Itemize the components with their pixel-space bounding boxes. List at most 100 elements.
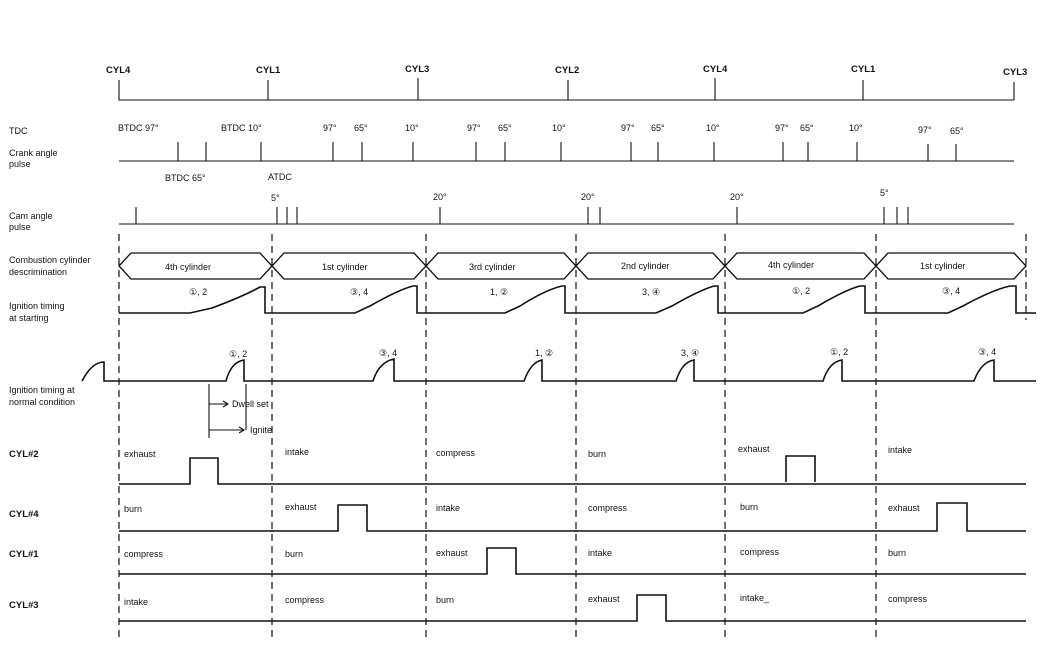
- ignite-arrow: [209, 426, 246, 434]
- tdc-label: 65°: [950, 126, 964, 136]
- cyl4-stroke: compress: [588, 503, 628, 513]
- normal-label: ③, 4: [978, 347, 996, 357]
- dwell-set-label: Dwell set: [232, 399, 269, 409]
- tdc-label: 10°: [849, 123, 863, 133]
- tdc-label: 10°: [552, 123, 566, 133]
- cyl4-stroke: exhaust: [888, 503, 920, 513]
- header-label: CYL1: [256, 65, 281, 76]
- row-label-cam: Cam angle: [9, 211, 53, 221]
- cyl4-waveform: [119, 502, 1026, 532]
- row-label-combustion: descrimination: [9, 267, 67, 277]
- starting-label: 1, ②: [490, 287, 508, 297]
- tdc-label: 10°: [405, 123, 419, 133]
- tdc-label: BTDC 97°: [118, 123, 159, 133]
- cyl4-stroke: burn: [124, 504, 142, 514]
- cyl1-stroke: intake: [588, 548, 612, 558]
- combustion-segment: [875, 252, 1027, 280]
- cam-angle-pulse: 5° 20° 20° 20° 5°: [119, 188, 1014, 225]
- combustion-label: 3rd cylinder: [469, 262, 516, 272]
- normal-waveform: [81, 358, 1036, 382]
- normal-label: ①, 2: [830, 347, 848, 357]
- dwell-annotation: Dwell set Ignite: [208, 384, 272, 438]
- cyl2-stroke: compress: [436, 448, 476, 458]
- combustion-label: 1st cylinder: [322, 262, 368, 272]
- row-label-normal: Ignition timing at: [9, 385, 75, 395]
- cyl1-stroke: compress: [124, 549, 164, 559]
- row-label-cyl4: CYL#4: [9, 509, 39, 520]
- row-label-cyl1: CYL#1: [9, 549, 39, 560]
- cyl3-waveform: [119, 594, 1026, 622]
- row-labels: TDC Crank angle pulse Cam angle pulse Co…: [9, 126, 91, 611]
- cyl2-stroke: intake: [888, 445, 912, 455]
- combustion-label: 4th cylinder: [165, 262, 211, 272]
- dwell-set-arrow: [209, 400, 230, 408]
- row-label-combustion: Combustion cylinder: [9, 255, 91, 265]
- cyl3-stroke: burn: [436, 595, 454, 605]
- row-label-starting: at starting: [9, 313, 49, 323]
- normal-label: 3, ④: [681, 348, 699, 358]
- cyl3-stroke: compress: [888, 594, 928, 604]
- cyl3-stroke: compress: [285, 595, 325, 605]
- cyl1-stroke: compress: [740, 547, 780, 557]
- starting-waveform: [119, 285, 1036, 314]
- cam-label: 5°: [271, 193, 280, 203]
- crank-angle-pulse: BTDC 65° ATDC: [119, 142, 1014, 183]
- cyl2-stroke: intake: [285, 447, 309, 457]
- tdc-labels: BTDC 97° BTDC 10° 97° 65° 10° 97° 65° 10…: [118, 123, 964, 136]
- cyl2-stroke: burn: [588, 449, 606, 459]
- crank-pulse-ticks: [177, 142, 957, 161]
- cyl2-stroke: exhaust: [738, 444, 770, 454]
- header-label: CYL3: [1003, 67, 1027, 78]
- starting-label: ①, 2: [792, 286, 810, 296]
- cam-label: 20°: [581, 192, 595, 202]
- normal-label: ③, 4: [379, 348, 397, 358]
- cam-label: 20°: [730, 192, 744, 202]
- cyl3-stroke: exhaust: [588, 594, 620, 604]
- header-label: CYL2: [555, 65, 579, 76]
- tdc-label: 10°: [706, 123, 720, 133]
- row-label-cyl3: CYL#3: [9, 600, 39, 611]
- tdc-label: 97°: [621, 123, 635, 133]
- tdc-label: 65°: [354, 123, 368, 133]
- cyl3-stroke: intake: [124, 597, 148, 607]
- tdc-label: 65°: [498, 123, 512, 133]
- row-label-normal: normal condition: [9, 397, 75, 407]
- cyl3-stroke: intake_: [740, 593, 770, 603]
- cyl1-strokes: compress burn exhaust intake compress bu…: [119, 547, 1026, 575]
- starting-label: ③, 4: [350, 287, 368, 297]
- crank-label-atdc: ATDC: [268, 172, 292, 182]
- combustion-label: 4th cylinder: [768, 260, 814, 270]
- combustion-band: 4th cylinder 1st cylinder 3rd cylinder 2…: [118, 252, 1027, 280]
- cyl1-waveform: [119, 547, 1026, 575]
- cylinder-header: CYL4 CYL1 CYL3 CYL2 CYL4 CYL1 CYL3: [106, 64, 1027, 101]
- tdc-label: 97°: [775, 123, 789, 133]
- cyl4-stroke: exhaust: [285, 502, 317, 512]
- cyl1-stroke: burn: [285, 549, 303, 559]
- cam-label: 20°: [433, 192, 447, 202]
- header-label: CYL1: [851, 64, 876, 75]
- cyl1-stroke: burn: [888, 548, 906, 558]
- normal-label: 1, ②: [535, 348, 553, 358]
- cyl4-stroke: burn: [740, 502, 758, 512]
- tdc-label: BTDC 10°: [221, 123, 262, 133]
- cam-pulse-ticks: [135, 207, 909, 224]
- row-label-cyl2: CYL#2: [9, 449, 39, 460]
- cycle-boundaries: [118, 234, 1027, 640]
- ignition-normal: ①, 2 ③, 4 1, ② 3, ④ ①, 2 ③, 4: [81, 347, 1036, 382]
- header-label: CYL4: [106, 65, 131, 76]
- cyl4-strokes: burn exhaust intake compress burn exhaus…: [119, 502, 1026, 532]
- header-scale-line: [118, 78, 1015, 101]
- cam-label: 5°: [880, 188, 889, 198]
- crank-label-btdc65: BTDC 65°: [165, 173, 206, 183]
- tdc-label: 65°: [800, 123, 814, 133]
- cyl2-strokes: exhaust intake compress burn exhaust int…: [119, 444, 1026, 485]
- header-label: CYL3: [405, 64, 429, 75]
- ignition-starting: ①, 2 ③, 4 1, ② 3, ④ ①, 2 ③, 4: [119, 285, 1036, 314]
- tdc-label: 97°: [918, 125, 932, 135]
- dwell-guide-lines: [208, 384, 247, 438]
- row-label-crank: Crank angle: [9, 148, 58, 158]
- cyl1-stroke: exhaust: [436, 548, 468, 558]
- row-label-starting: Ignition timing: [9, 301, 65, 311]
- starting-label: ①, 2: [189, 287, 207, 297]
